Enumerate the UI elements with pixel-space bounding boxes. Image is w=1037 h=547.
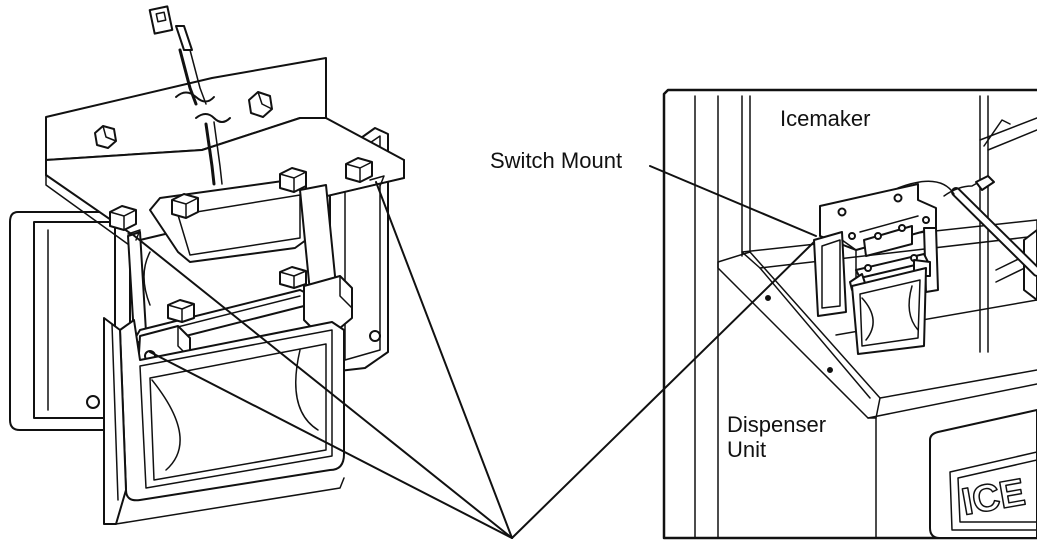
hex-nut-2: [248, 91, 273, 118]
ice-panel: ICE: [929, 409, 1037, 539]
detail-border: [662, 88, 1037, 540]
cable-connector: [148, 5, 174, 35]
leader-to-left-nut-a: [131, 233, 513, 539]
hex-nut-3: [109, 205, 141, 241]
frame-sides: [127, 184, 337, 337]
left-switch-assembly: [9, 5, 405, 525]
hex-nut-5: [279, 167, 307, 193]
callout-lines: [131, 165, 817, 539]
hex-nut-4: [171, 193, 199, 219]
icemaker-label: Icemaker: [780, 106, 871, 131]
switch-mount-label: Switch Mount: [490, 148, 623, 173]
ice-panel-text: ICE: [959, 471, 1029, 523]
switch-cable: [148, 5, 231, 186]
dispenser-unit-label: Dispenser Unit: [727, 412, 826, 462]
leader-to-left-nut-b: [149, 351, 513, 539]
switch-mount-detail: [813, 180, 955, 355]
switch-block-right: [303, 275, 353, 333]
actuator-nut-1: [167, 299, 195, 323]
leader-to-detail-mount: [511, 241, 815, 539]
leader-to-right-nut: [375, 181, 513, 539]
hex-nut-1: [94, 125, 117, 149]
supply-hose: [943, 175, 1037, 277]
actuator-nut-2: [279, 266, 307, 289]
detail-view: ICE: [662, 88, 1037, 540]
hex-nut-6: [345, 157, 385, 187]
dispenser-label-line1: Dispenser: [727, 412, 827, 437]
dispenser-label-line2: Unit: [727, 437, 767, 462]
side-screw-hole: [369, 330, 381, 342]
rear-screw-hole: [86, 395, 100, 409]
switch-mount-leader: [649, 165, 817, 237]
